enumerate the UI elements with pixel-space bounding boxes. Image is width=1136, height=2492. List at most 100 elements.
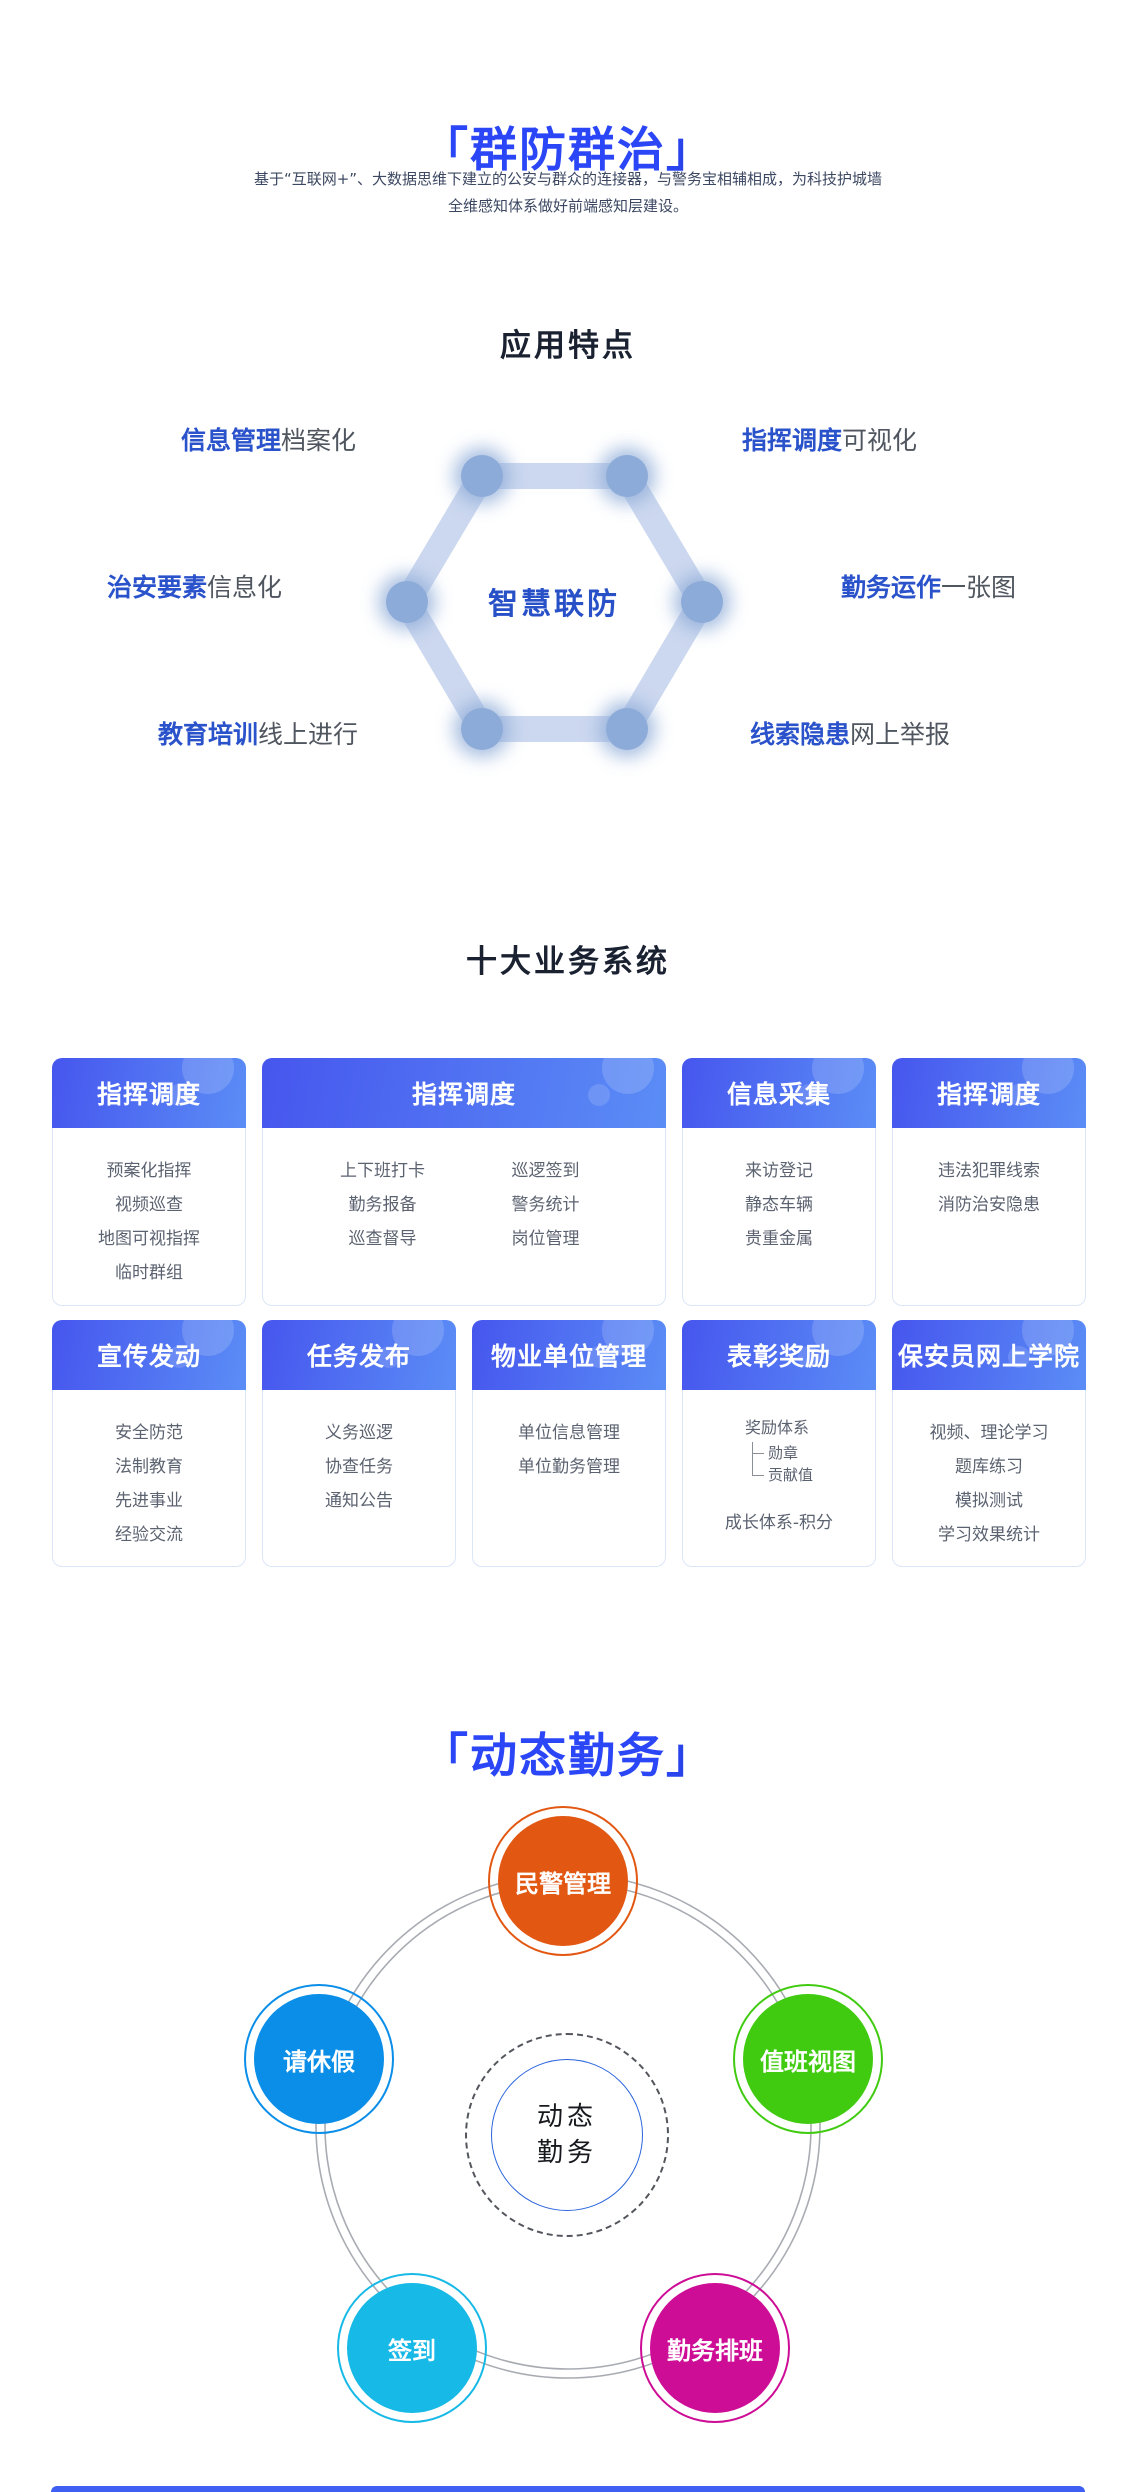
card-item: 协查任务 bbox=[325, 1457, 393, 1477]
card-item: 视频巡查 bbox=[115, 1195, 183, 1215]
card-title: 指挥调度 bbox=[96, 1080, 201, 1109]
hero-subtitle: 基于“互联网+”、大数据思维下建立的公安与群众的连接器，与警务宝相辅相成，为科技… bbox=[0, 166, 1136, 220]
card-item: 先进事业 bbox=[115, 1491, 183, 1511]
card-item: 题库练习 bbox=[955, 1457, 1023, 1477]
card-title: 保安员网上学院 bbox=[897, 1342, 1080, 1371]
duty-node-police-management: 民警管理 bbox=[488, 1806, 638, 1956]
card-item: 经验交流 bbox=[115, 1525, 183, 1545]
card-title: 宣传发动 bbox=[96, 1342, 201, 1371]
award-tree: 奖励体系 勋章 贡献值 bbox=[744, 1416, 813, 1488]
card-title: 物业单位管理 bbox=[490, 1342, 647, 1371]
card-body: 单位信息管理 单位勤务管理 bbox=[472, 1390, 666, 1567]
feature-label-duty-operation: 勤务运作一张图 bbox=[841, 573, 1017, 602]
card-item: 来访登记 bbox=[745, 1161, 813, 1181]
card-commendation: 表彰奖励 奖励体系 勋章 贡献值 成长体系-积分 bbox=[682, 1320, 876, 1567]
card-title: 信息采集 bbox=[726, 1080, 831, 1109]
card-item: 预案化指挥 bbox=[106, 1161, 192, 1181]
card-item: 巡逻签到 bbox=[511, 1161, 580, 1181]
hexagon-node bbox=[681, 581, 723, 623]
card-item: 贵重金属 bbox=[745, 1229, 813, 1249]
feature-label-info-management: 信息管理档案化 bbox=[181, 426, 357, 455]
card-column: 巡逻签到 警务统计 岗位管理 bbox=[464, 1154, 627, 1305]
award-tree-root: 奖励体系 bbox=[744, 1418, 809, 1437]
card-body: 违法犯罪线索 消防治安隐患 bbox=[892, 1128, 1086, 1306]
duty-center: 动态 勤务 bbox=[465, 2033, 669, 2237]
hexagon-nodes bbox=[379, 448, 730, 757]
card-header: 指挥调度 bbox=[262, 1058, 666, 1128]
card-item: 地图可视指挥 bbox=[98, 1229, 200, 1249]
section-heading-systems: 十大业务系统 bbox=[466, 943, 670, 980]
award-tree-child: 勋章 bbox=[752, 1442, 813, 1464]
card-item: 法制教育 bbox=[115, 1457, 183, 1477]
hexagon-node bbox=[461, 708, 503, 750]
card-title: 指挥调度 bbox=[936, 1080, 1041, 1109]
hexagon-node bbox=[606, 455, 648, 497]
hexagon-center-label: 智慧联防 bbox=[488, 587, 620, 622]
card-title: 表彰奖励 bbox=[726, 1342, 831, 1371]
card-item: 上下班打卡 bbox=[340, 1161, 425, 1181]
card-header: 物业单位管理 bbox=[472, 1320, 666, 1390]
card-item: 单位信息管理 bbox=[518, 1423, 620, 1443]
hexagon-node bbox=[461, 455, 503, 497]
duty-node-label: 签到 bbox=[388, 2336, 436, 2365]
duty-center-label: 动态 勤务 bbox=[536, 2102, 597, 2168]
card-security-academy: 保安员网上学院 视频、理论学习 题库练习 模拟测试 学习效果统计 bbox=[892, 1320, 1086, 1567]
card-body: 上下班打卡 勤务报备 巡查督导 巡逻签到 警务统计 岗位管理 bbox=[262, 1128, 666, 1306]
card-body: 义务巡逻 协查任务 通知公告 bbox=[262, 1390, 456, 1567]
card-task-release: 任务发布 义务巡逻 协查任务 通知公告 bbox=[262, 1320, 456, 1567]
duty-node-label: 请休假 bbox=[283, 2047, 355, 2076]
feature-label-education-training: 教育培训线上进行 bbox=[158, 720, 359, 749]
card-header: 指挥调度 bbox=[892, 1058, 1086, 1128]
card-command-dispatch-3: 指挥调度 违法犯罪线索 消防治安隐患 bbox=[892, 1058, 1086, 1306]
card-item: 义务巡逻 bbox=[325, 1423, 393, 1443]
card-header: 宣传发动 bbox=[52, 1320, 246, 1390]
card-header: 保安员网上学院 bbox=[892, 1320, 1086, 1390]
duty-node-label: 值班视图 bbox=[760, 2047, 856, 2076]
card-title: 指挥调度 bbox=[411, 1080, 516, 1109]
card-command-dispatch-1: 指挥调度 预案化指挥 视频巡查 地图可视指挥 临时群组 bbox=[52, 1058, 246, 1306]
card-body: 预案化指挥 视频巡查 地图可视指挥 临时群组 bbox=[52, 1128, 246, 1306]
card-item: 违法犯罪线索 bbox=[938, 1161, 1040, 1181]
card-header: 指挥调度 bbox=[52, 1058, 246, 1128]
card-publicity: 宣传发动 安全防范 法制教育 先进事业 经验交流 bbox=[52, 1320, 246, 1567]
card-item: 临时群组 bbox=[115, 1263, 183, 1283]
card-body: 安全防范 法制教育 先进事业 经验交流 bbox=[52, 1390, 246, 1567]
feature-label-clue-hazard: 线索隐患网上举报 bbox=[750, 720, 951, 749]
card-header: 表彰奖励 bbox=[682, 1320, 876, 1390]
footer-bar bbox=[51, 2486, 1085, 2492]
card-item: 视频、理论学习 bbox=[929, 1423, 1049, 1443]
card-title: 任务发布 bbox=[306, 1342, 411, 1371]
award-tree-children: 勋章 贡献值 bbox=[751, 1442, 813, 1488]
card-body: 来访登记 静态车辆 贵重金属 bbox=[682, 1128, 876, 1306]
card-header: 任务发布 bbox=[262, 1320, 456, 1390]
duty-node-leave-request: 请休假 bbox=[244, 1984, 394, 2134]
card-item: 勤务报备 bbox=[348, 1195, 417, 1215]
card-info-collection: 信息采集 来访登记 静态车辆 贵重金属 bbox=[682, 1058, 876, 1306]
hero-subtitle-line1: 基于“互联网+”、大数据思维下建立的公安与群众的连接器，与警务宝相辅相成，为科技… bbox=[253, 170, 883, 188]
card-item: 模拟测试 bbox=[955, 1491, 1023, 1511]
card-header: 信息采集 bbox=[682, 1058, 876, 1128]
card-item: 岗位管理 bbox=[511, 1229, 580, 1249]
award-tree-child: 贡献值 bbox=[751, 1464, 813, 1488]
duty-node-duty-scheduling: 勤务排班 bbox=[640, 2273, 790, 2423]
card-item: 巡查督导 bbox=[348, 1229, 417, 1249]
feature-label-command-dispatch: 指挥调度可视化 bbox=[742, 426, 918, 455]
card-item: 安全防范 bbox=[115, 1423, 183, 1443]
page-title: 「群防群治」 bbox=[0, 111, 1136, 180]
award-footer: 成长体系-积分 bbox=[724, 1513, 834, 1533]
card-item: 学习效果统计 bbox=[938, 1525, 1040, 1545]
hero-subtitle-line2: 全维感知体系做好前端感知层建设。 bbox=[447, 197, 688, 215]
duty-node-label: 勤务排班 bbox=[667, 2336, 763, 2365]
feature-label-security-elements: 治安要素信息化 bbox=[107, 573, 283, 602]
hexagon-graphic bbox=[379, 448, 730, 757]
duty-section-title: 「动态勤务」 bbox=[0, 1717, 1136, 1786]
duty-node-shift-view: 值班视图 bbox=[733, 1984, 883, 2134]
card-item: 静态车辆 bbox=[745, 1195, 813, 1215]
card-column: 上下班打卡 勤务报备 巡查督导 bbox=[301, 1154, 464, 1305]
card-item: 单位勤务管理 bbox=[518, 1457, 620, 1477]
section-heading-features: 应用特点 bbox=[500, 327, 636, 364]
card-item: 消防治安隐患 bbox=[938, 1195, 1040, 1215]
duty-node-sign-in: 签到 bbox=[337, 2273, 487, 2423]
hexagon-node bbox=[606, 708, 648, 750]
